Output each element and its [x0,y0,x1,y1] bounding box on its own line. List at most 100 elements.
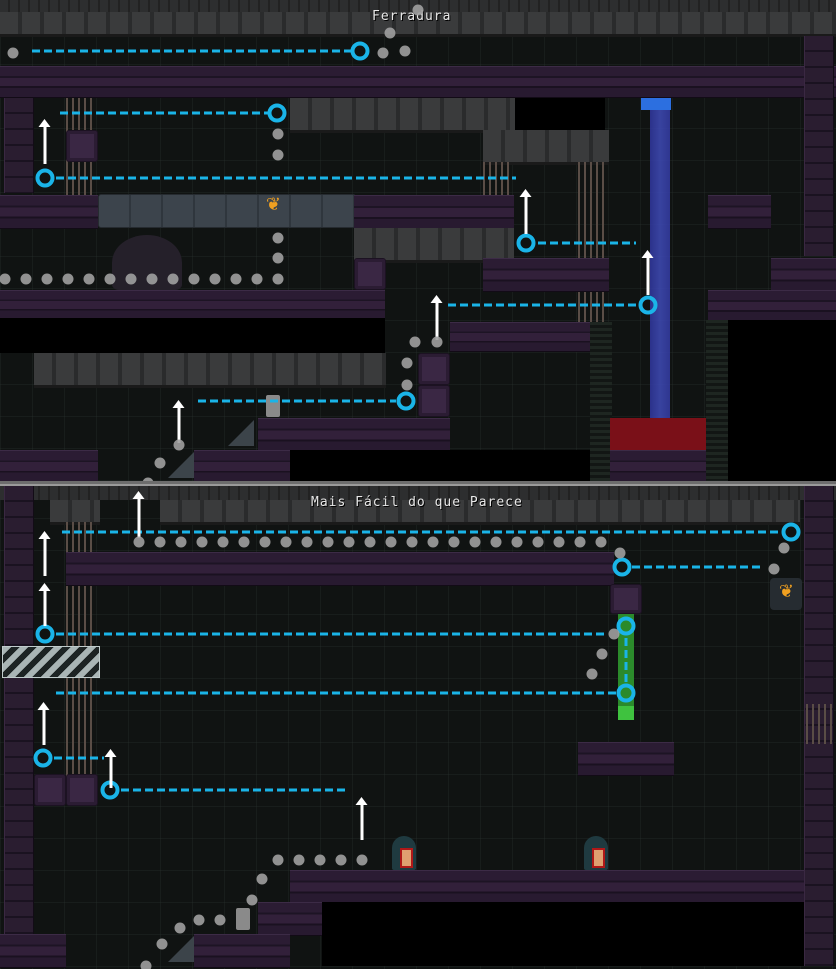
purple-floor [0,450,98,481]
trajectory-dot [281,537,292,548]
iron-bars [806,704,832,744]
acid-surface [618,706,634,720]
trajectory-dot [273,150,284,161]
waterfall-source [641,98,671,110]
glass-blocks [2,646,100,678]
dash-path [54,757,104,760]
trajectory-dot [105,274,116,285]
trajectory-dot [410,337,421,348]
trajectory-dot [141,961,152,969]
trajectory-dot [273,129,284,140]
jump-arrow-icon [44,126,47,164]
main-floor [0,290,385,320]
trajectory-dot [512,537,523,548]
ring-marker [617,684,636,703]
trajectory-dot [385,28,396,39]
trajectory-dot [609,629,620,640]
trajectory-dot [194,915,205,926]
dash-path [538,242,636,245]
stone-ceiling [34,353,386,388]
jump-arrow-icon [44,590,47,626]
trajectory-dot [357,855,368,866]
dash-path [32,50,354,53]
hooded-cultist-enemy [584,836,608,870]
trajectory-dot [231,274,242,285]
jump-arrow-icon [178,407,181,443]
purple-ledge [483,258,609,292]
cobblestone-bridge [98,194,356,228]
ring-marker [36,169,55,188]
trajectory-dot [323,537,334,548]
hooded-cultist-enemy [392,836,416,870]
trajectory-dot [449,537,460,548]
stone-totem [34,774,66,806]
ring-marker [268,104,287,123]
long-purple-ledge [66,552,614,586]
trajectory-dot [197,537,208,548]
left-pillar [4,486,34,966]
stone-totem [418,353,450,385]
lava-pool [610,418,706,450]
trajectory-dot [168,274,179,285]
trajectory-dot [302,537,313,548]
right-pillar [804,36,834,256]
left-pillar [4,98,34,193]
trajectory-dot [147,274,158,285]
turret-robot-enemy [266,395,280,417]
trajectory-dot [597,649,608,660]
trajectory-dot [407,537,418,548]
stone-block-upper [290,98,515,133]
trajectory-dot [294,855,305,866]
trajectory-dot [315,855,326,866]
grate-wall [706,320,728,480]
trajectory-dot [273,233,284,244]
jump-arrow-icon [110,756,113,788]
purple-floor [610,450,706,481]
dark-void [515,98,605,130]
stone-totem [66,130,98,162]
dash-path [632,566,762,569]
jump-arrow-icon [138,498,141,538]
dash-path [121,789,349,792]
trajectory-dot [365,537,376,548]
trajectory-dot [491,537,502,548]
trajectory-dot [175,923,186,934]
stone-totem [66,774,98,806]
upper-purple-ledge [0,66,836,98]
purple-ledge [450,322,610,352]
trajectory-dot [336,855,347,866]
trajectory-dot [386,537,397,548]
trajectory-dot [533,537,544,548]
trajectory-dot [0,274,11,285]
dash-path [198,400,396,403]
ring-marker [36,625,55,644]
trajectory-dot [596,537,607,548]
level-panel-mais-facil: ❦ Mais Fácil do que Parece [0,484,836,969]
stone-ramp [168,936,194,962]
trajectory-dot [400,46,411,57]
trajectory-dot [378,48,389,59]
trajectory-dot [260,537,271,548]
jump-arrow-icon [44,538,47,576]
trajectory-dot [21,274,32,285]
trajectory-dot [273,855,284,866]
stone-block-step [483,130,609,165]
trajectory-dot [84,274,95,285]
trajectory-dot [769,564,780,575]
dash-path [56,633,606,636]
level-title: Mais Fácil do que Parece [311,495,523,510]
trajectory-dot [402,380,413,391]
trajectory-dot [587,669,598,680]
trajectory-dot [402,358,413,369]
trajectory-dot [63,274,74,285]
trajectory-dot [239,537,250,548]
spike-coral-icon: ❦ [772,580,800,602]
purple-ledge [771,258,836,292]
trajectory-dot [157,939,168,950]
trajectory-dot [779,543,790,554]
purple-floor [258,902,322,936]
trajectory-dot [189,274,200,285]
jump-arrow-icon [647,257,650,295]
purple-ledge [578,742,674,776]
trajectory-dot [218,537,229,548]
